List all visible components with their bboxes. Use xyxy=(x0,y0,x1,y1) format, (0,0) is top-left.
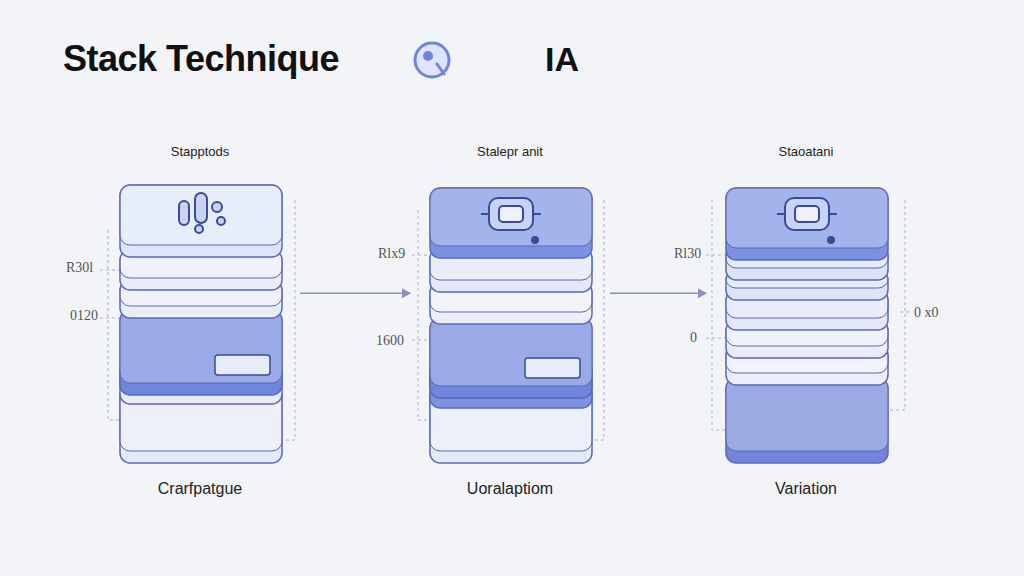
side-label: Rlx9 xyxy=(378,246,405,262)
stack-heading: Staoatani xyxy=(706,144,906,159)
stack-illustration xyxy=(706,140,906,505)
stack-layer xyxy=(120,310,282,395)
stack-icon xyxy=(481,198,541,243)
stack-illustration xyxy=(100,140,300,505)
side-label: 0120 xyxy=(70,308,98,324)
stack-layer xyxy=(726,188,888,260)
stack-block: StaoataniVariation xyxy=(706,140,906,505)
side-label: 0 x0 xyxy=(914,305,939,321)
stack-icon xyxy=(777,198,837,243)
stack-layer xyxy=(120,185,282,257)
side-label: Rl30 xyxy=(674,246,701,262)
side-label: 1600 xyxy=(376,333,404,349)
stack-heading: Stalepr anit xyxy=(410,144,610,159)
title-suffix: IA xyxy=(545,40,579,79)
stack-layer xyxy=(726,378,888,463)
stack-caption: Uoralaptiom xyxy=(410,480,610,498)
stack-caption: Variation xyxy=(706,480,906,498)
flow-arrow xyxy=(610,293,706,295)
title-icon xyxy=(415,43,449,77)
stack-icon xyxy=(179,193,225,233)
stack-illustration xyxy=(410,140,610,505)
stack-heading: Stapptods xyxy=(100,144,300,159)
flow-arrow xyxy=(300,293,410,295)
stack-block: Stalepr anitUoralaptiom xyxy=(410,140,610,505)
stack-caption: Crarfpatgue xyxy=(100,480,300,498)
stack-layer xyxy=(430,318,592,398)
side-label: 0 xyxy=(690,330,697,346)
diagram-title: Stack Technique xyxy=(63,38,339,80)
stack-block: StapptodsCrarfpatgue xyxy=(100,140,300,505)
stack-layer xyxy=(430,188,592,258)
side-label: R30l xyxy=(66,260,93,276)
